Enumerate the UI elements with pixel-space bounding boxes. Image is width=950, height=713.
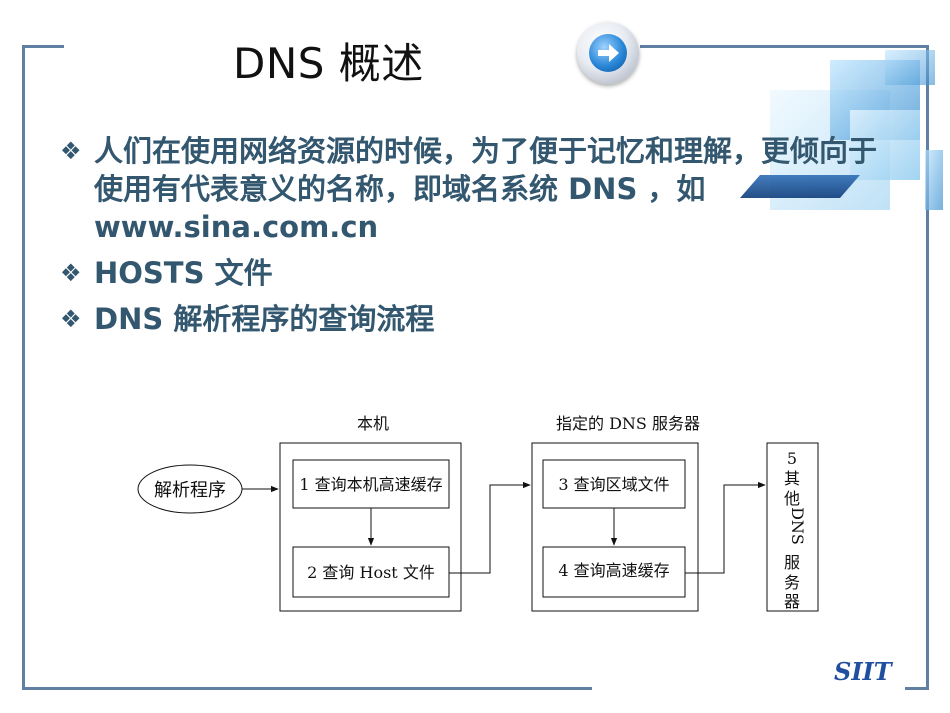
frame-bottom-right xyxy=(905,687,929,690)
resolver-label: 解析程序 xyxy=(154,480,226,501)
bullet-text: DNS 解析程序的查询流程 xyxy=(94,302,435,336)
frame-left xyxy=(22,45,25,690)
decorative-cubes xyxy=(740,50,943,210)
step5-line: DNS xyxy=(788,507,807,545)
frame-top-left xyxy=(22,45,64,48)
step2-label: 2 查询 Host 文件 xyxy=(307,563,435,582)
server-group-label: 指定的 DNS 服务器 xyxy=(556,414,700,433)
step5-line: 器 xyxy=(784,592,800,611)
bullet-item: ❖ HOSTS 文件 xyxy=(60,254,890,292)
step3-label: 3 查询区域文件 xyxy=(558,475,669,494)
step5-box xyxy=(766,442,819,612)
diamond-bullet-icon: ❖ xyxy=(60,259,82,287)
bullet-item: ❖ DNS 解析程序的查询流程 xyxy=(60,300,890,338)
step1-label: 1 查询本机高速缓存 xyxy=(299,475,442,494)
frame-top-right xyxy=(640,45,928,48)
local-group-box xyxy=(279,442,462,612)
step5-line: 他 xyxy=(784,489,800,508)
step1-box xyxy=(292,459,450,509)
local-group-label: 本机 xyxy=(357,414,389,433)
step2-box xyxy=(292,546,450,598)
frame-right xyxy=(926,45,929,690)
diamond-bullet-icon: ❖ xyxy=(60,137,82,165)
step5-line: 其 xyxy=(784,469,800,488)
frame-bottom xyxy=(22,687,592,690)
step4-label: 4 查询高速缓存 xyxy=(558,561,669,580)
forward-arrow-icon xyxy=(589,34,627,72)
step5-line: 服 xyxy=(784,553,800,572)
footer-logo: SIIT xyxy=(834,657,892,686)
arrow-server-to-other xyxy=(685,481,766,574)
step3-box xyxy=(542,459,686,509)
arrow-local-to-server xyxy=(449,481,531,574)
step5-line: 务 xyxy=(784,573,800,592)
diamond-bullet-icon: ❖ xyxy=(60,305,82,333)
bullet-list: ❖ 人们在使用网络资源的时候，为了便于记忆和理解，更倾向于使用有代表意义的名称，… xyxy=(60,132,890,346)
bullet-text: HOSTS 文件 xyxy=(94,256,273,290)
bullet-text: 人们在使用网络资源的时候，为了便于记忆和理解，更倾向于使用有代表意义的名称，即域… xyxy=(94,134,878,244)
server-group-box xyxy=(531,442,699,612)
step4-box xyxy=(542,546,686,598)
forward-button[interactable] xyxy=(577,22,639,84)
bullet-item: ❖ 人们在使用网络资源的时候，为了便于记忆和理解，更倾向于使用有代表意义的名称，… xyxy=(60,132,884,246)
step5-line: 5 xyxy=(787,449,797,468)
slide-title: DNS 概述 xyxy=(233,39,424,88)
